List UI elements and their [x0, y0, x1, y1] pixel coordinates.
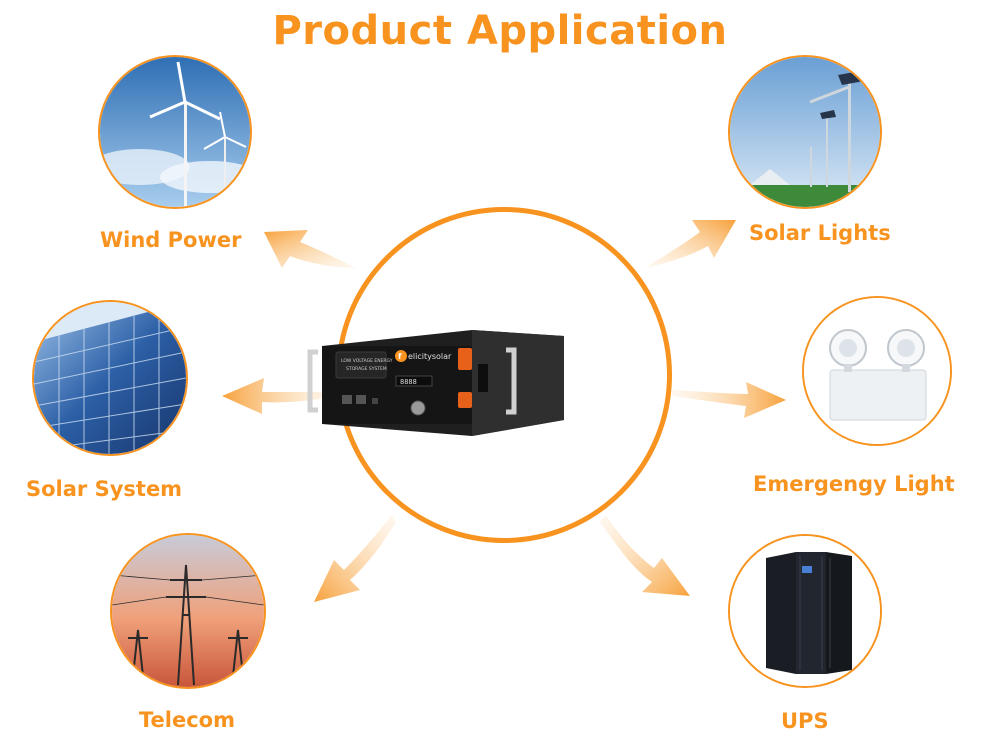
ups-image — [728, 534, 882, 688]
solar-panel-icon — [34, 302, 186, 454]
power-switch-icon — [410, 400, 426, 416]
wind-turbine-icon — [100, 57, 250, 207]
reset-button-icon — [372, 398, 378, 404]
rj45-port-icon — [356, 395, 366, 404]
arrow-solar-system — [222, 378, 338, 414]
rj45-port-icon — [342, 395, 352, 404]
arrow-solar-lights — [645, 220, 736, 268]
label-solar-system: Solar System — [26, 477, 183, 501]
label-emergency-light: Emergengy Light — [753, 472, 955, 496]
brand-logo-icon — [395, 350, 407, 362]
arrow-ups — [600, 515, 690, 596]
handle-right-icon — [506, 347, 517, 415]
label-telecom: Telecom — [139, 708, 235, 732]
label-solar-lights: Solar Lights — [749, 221, 891, 245]
panel-text-line1: LOW VOLTAGE ENERGY — [341, 358, 393, 364]
solar-street-light-icon — [730, 57, 880, 207]
arrow-wind-power — [264, 230, 356, 268]
wind-power-image — [98, 55, 252, 209]
negative-terminal-icon — [458, 392, 472, 408]
emergency-light-icon — [804, 298, 950, 444]
page-title: Product Application — [272, 8, 728, 54]
solar-system-image — [32, 300, 188, 456]
telecom-image — [110, 533, 266, 689]
label-ups: UPS — [781, 709, 829, 733]
label-wind-power: Wind Power — [100, 228, 242, 252]
solar-lights-image — [728, 55, 882, 209]
power-tower-icon — [112, 535, 264, 687]
emergency-light-image — [802, 296, 952, 446]
lcd-display: 8888 — [400, 378, 417, 386]
brand-name: elicitysolar — [408, 352, 452, 361]
ups-cabinet-icon — [730, 536, 880, 686]
handle-left-icon — [307, 349, 318, 413]
logo-letter: f — [398, 352, 402, 361]
arrow-emergency-light — [672, 382, 786, 418]
panel-text-line2: STORAGE SYSTEM — [346, 366, 387, 372]
positive-terminal-icon — [458, 348, 472, 370]
arrow-telecom — [314, 515, 396, 602]
